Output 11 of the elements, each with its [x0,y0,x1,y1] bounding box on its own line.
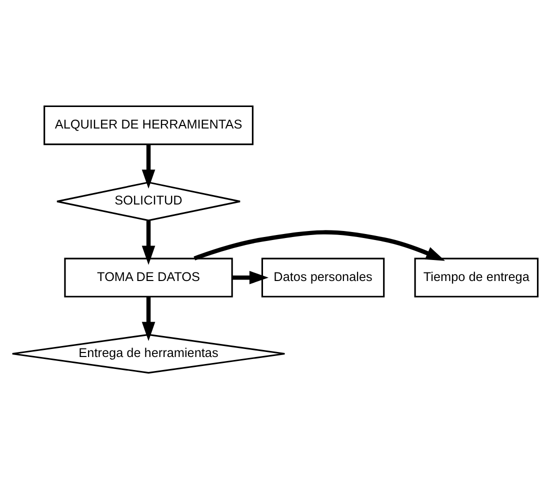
node-box: Tiempo de entrega [414,257,539,297]
arrow [142,144,156,188]
node-box: TOMA DE DATOS [64,257,233,297]
node-box: ALQUILER DE HERRAMIENTAS [44,104,254,145]
node-box: Datos personales [261,257,385,297]
arrow [232,270,269,284]
node-diamond: Entrega de herramientas [12,333,286,374]
node-diamond: SOLICITUD [56,181,241,221]
arrow [142,220,156,264]
arrow [194,230,446,260]
arrow [142,296,156,340]
